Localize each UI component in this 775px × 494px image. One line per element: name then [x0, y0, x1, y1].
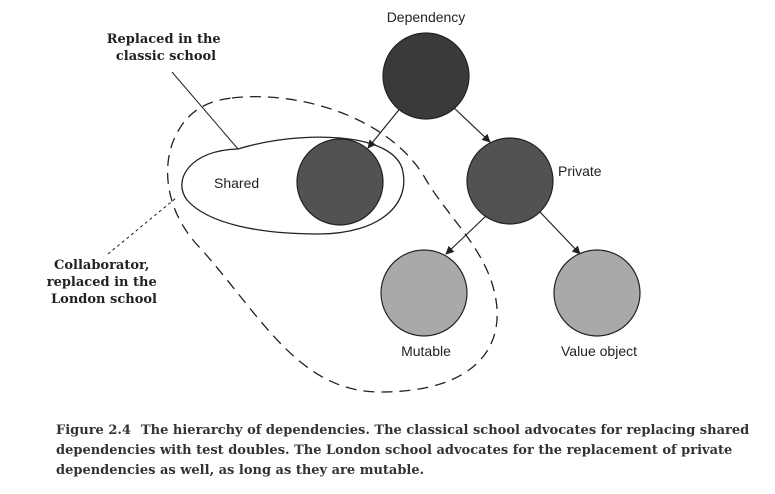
- arrow-private-to-value-object: [539, 211, 581, 255]
- value-object-label: Value object: [561, 343, 637, 359]
- classic-note-leader: [171, 71, 239, 150]
- dependency-label: Dependency: [387, 9, 466, 25]
- figure-number: Figure 2.4: [56, 423, 131, 438]
- london-school-note: Collaborator, replaced in the London sch…: [47, 258, 162, 307]
- mutable-node: [380, 249, 468, 337]
- london-school-boundary: [166, 96, 498, 393]
- caption-text: The hierarchy of dependencies. The class…: [56, 423, 750, 478]
- private-node: [466, 137, 554, 225]
- classic-school-boundary: [181, 136, 405, 235]
- classic-school-note: Replaced in the classic school: [107, 32, 226, 64]
- mutable-label: Mutable: [401, 343, 451, 359]
- shared-node: [296, 138, 384, 226]
- private-label: Private: [558, 163, 602, 179]
- dependency-node: [382, 32, 470, 120]
- value-object-node: [553, 249, 641, 337]
- arrow-private-to-mutable: [445, 215, 487, 255]
- arrow-dependency-to-shared: [367, 105, 403, 149]
- arrow-dependency-to-private: [451, 105, 491, 143]
- london-note-leader: [107, 197, 177, 255]
- shared-label: Shared: [214, 175, 259, 191]
